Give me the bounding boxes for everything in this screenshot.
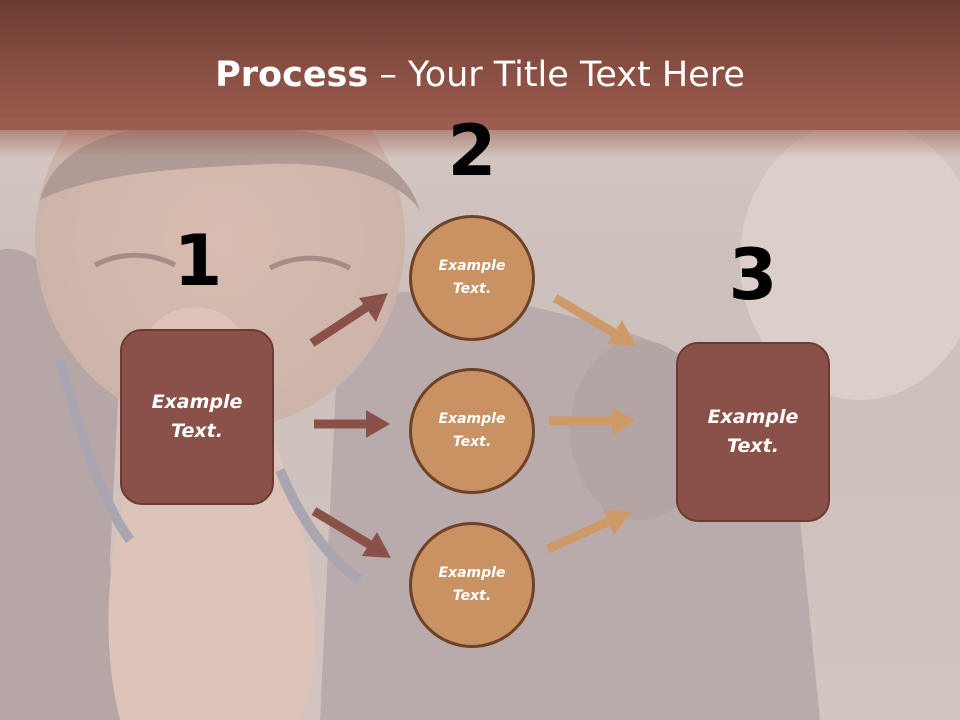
step-2-circle-bottom: Example Text. <box>409 522 535 648</box>
arrow-1-to-2a <box>309 293 388 347</box>
step-2-circle-top: Example Text. <box>409 215 535 341</box>
step-3-box: Example Text. <box>676 342 830 522</box>
title-banner <box>0 0 960 130</box>
arrow-2a-to-3 <box>552 294 636 346</box>
step-number-2: 2 <box>447 110 497 192</box>
title-rest: – Your Title Text Here <box>368 55 745 95</box>
step-number-1: 1 <box>173 220 223 302</box>
slide-title: Process – Your Title Text Here <box>0 52 960 98</box>
step-1-box: Example Text. <box>120 329 274 505</box>
step-2-circle-middle: Example Text. <box>409 368 535 494</box>
arrow-2b-to-3 <box>549 407 636 435</box>
arrow-1-to-2b <box>314 410 390 438</box>
title-bold: Process <box>215 55 369 95</box>
arrow-1-to-2c <box>311 507 391 558</box>
arrow-2c-to-3 <box>546 509 631 554</box>
title-banner-fade <box>0 118 960 158</box>
step-number-3: 3 <box>728 234 778 316</box>
